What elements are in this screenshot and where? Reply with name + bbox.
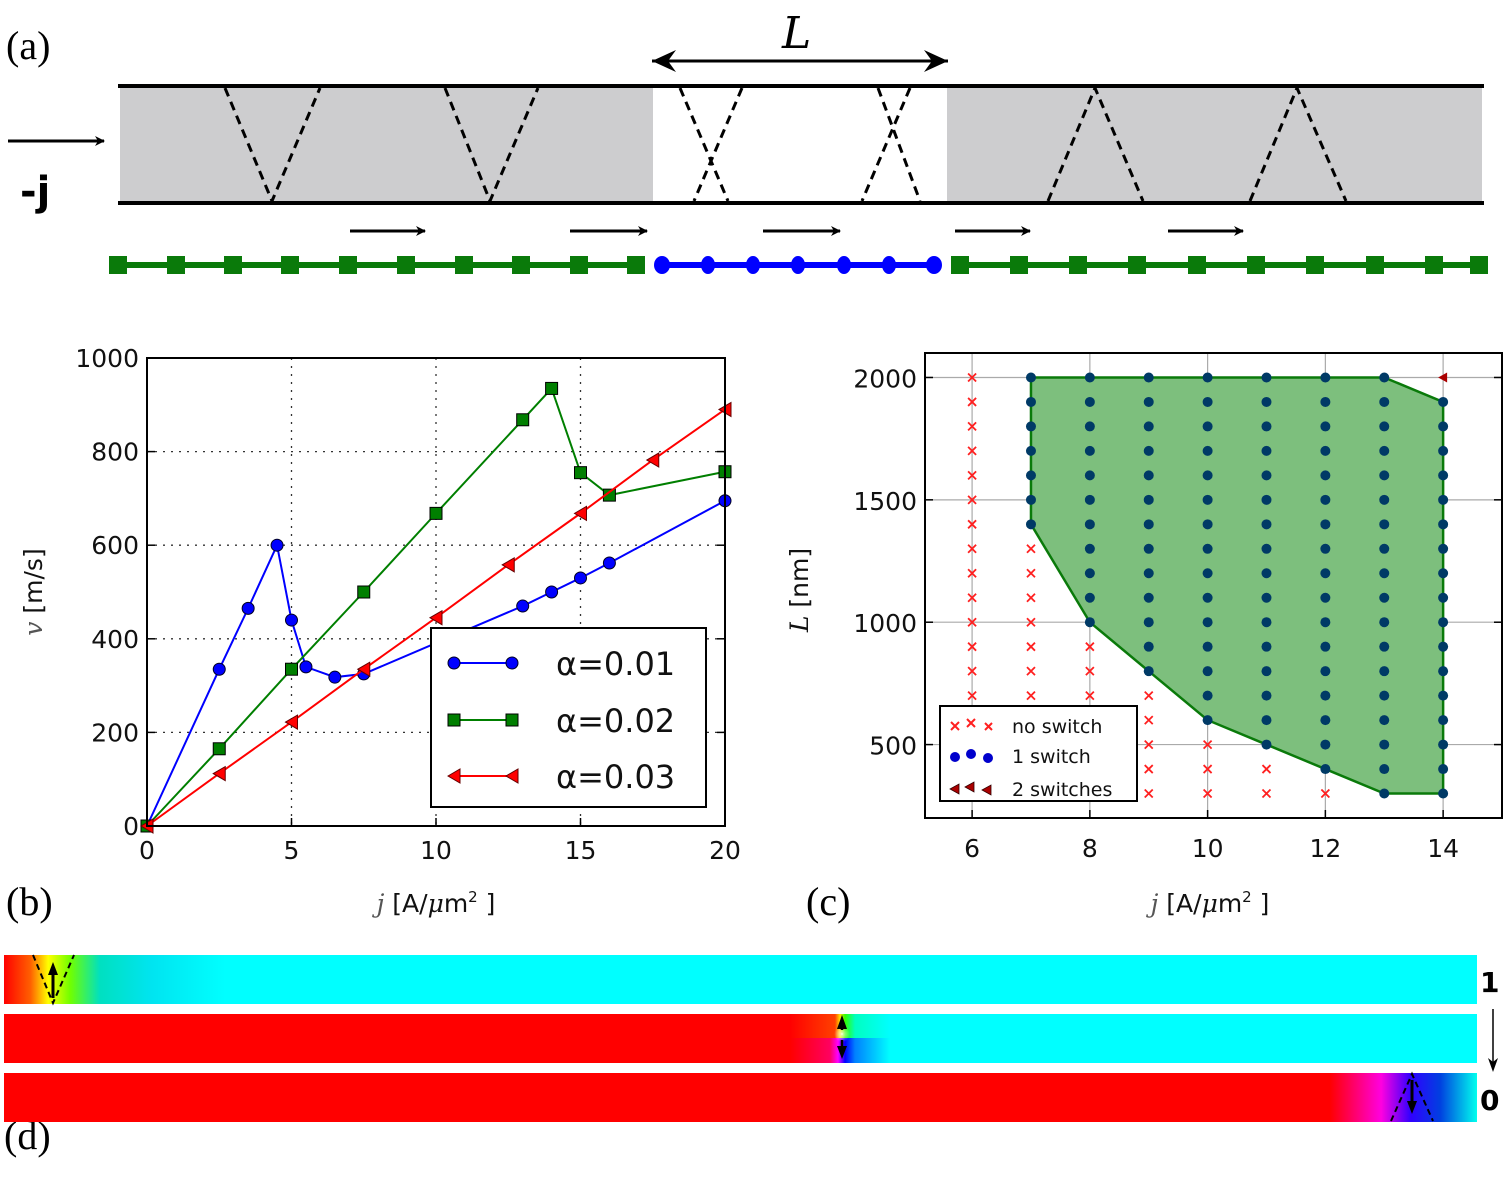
svg-text:500: 500 — [869, 732, 917, 761]
panel-label-b: (b) — [6, 879, 53, 924]
b-series — [140, 381, 732, 834]
svg-text:1500: 1500 — [853, 487, 917, 516]
domain-left — [120, 87, 653, 203]
b-legend-alpha-003: α=0.03 — [556, 758, 675, 796]
b-legend-alpha-002: α=0.02 — [556, 702, 675, 740]
domain-walls — [223, 84, 1348, 205]
svg-text:1000: 1000 — [75, 344, 139, 373]
svg-text:12: 12 — [1309, 834, 1341, 863]
state-label-0: 0 — [1480, 1084, 1499, 1117]
current-label: -j — [20, 169, 50, 215]
c-one-switch-region — [1029, 376, 1445, 795]
panel-a-schematic: -j L — [8, 8, 1488, 274]
svg-text:5: 5 — [284, 836, 300, 865]
panel-label-d: (d) — [4, 1113, 51, 1158]
b-plot-frame — [146, 357, 726, 827]
panel-label-a: (a) — [6, 23, 51, 68]
green-chain-right — [951, 256, 1488, 274]
vortex-core — [834, 1026, 850, 1042]
c-ylabel: L [nm] — [785, 548, 814, 633]
b-grid — [147, 358, 725, 826]
snapshot-1-wall — [32, 954, 75, 1006]
svg-text:20: 20 — [709, 836, 741, 865]
c-legend-1-switch: 1 switch — [1012, 746, 1091, 768]
green-chain-left — [109, 256, 645, 274]
svg-text:6: 6 — [964, 834, 980, 863]
svg-text:2000: 2000 — [853, 364, 917, 393]
c-legend-no-switch: no switch — [1012, 716, 1102, 738]
svg-text:600: 600 — [91, 531, 139, 560]
snapshot-2-vortex-top — [790, 1014, 890, 1039]
c-xlabel: j [A/μm2 ] — [1146, 888, 1270, 918]
svg-text:400: 400 — [91, 625, 139, 654]
state-transition-arrow — [1488, 1009, 1498, 1072]
panel-label-c: (c) — [806, 879, 851, 924]
state-label-1: 1 — [1480, 966, 1499, 999]
svg-text:0: 0 — [139, 836, 155, 865]
snapshot-2-arrows — [837, 1015, 847, 1059]
c-plot-frame — [924, 352, 1503, 819]
blue-chain — [654, 256, 942, 274]
svg-text:10: 10 — [1192, 834, 1224, 863]
c-points — [967, 372, 1449, 799]
length-arrow — [652, 50, 948, 72]
c-ticks: 6 8 10 12 14 500 1000 1500 2000 — [853, 364, 1502, 863]
svg-text:8: 8 — [1082, 834, 1098, 863]
svg-text:14: 14 — [1427, 834, 1459, 863]
snapshot-2-cyan — [860, 1014, 1477, 1063]
c-legend-2-switches: 2 switches — [1012, 779, 1112, 801]
domain-right — [947, 87, 1482, 203]
b-legend: α=0.01 α=0.02 α=0.03 — [430, 627, 707, 808]
svg-text:200: 200 — [91, 718, 139, 747]
snapshot-3-final — [4, 1073, 1477, 1122]
b-xlabel: j [A/μm2 ] — [372, 888, 496, 918]
svg-text:15: 15 — [565, 836, 597, 865]
b-ylabel: v [m/s] — [19, 548, 48, 635]
snapshot-2-vortex-bottom — [790, 1038, 890, 1063]
c-grid — [925, 353, 1502, 818]
snapshot-1-initial — [4, 955, 1477, 1004]
svg-text:1000: 1000 — [853, 609, 917, 638]
svg-text:800: 800 — [91, 438, 139, 467]
snapshot-3-wall — [1390, 1071, 1434, 1122]
c-legend: no switch 1 switch 2 switches — [939, 705, 1138, 802]
length-label: L — [781, 8, 811, 59]
snapshot-2-red — [4, 1014, 824, 1063]
svg-text:10: 10 — [420, 836, 452, 865]
svg-text:0: 0 — [123, 812, 139, 841]
b-legend-alpha-001: α=0.01 — [556, 645, 675, 683]
